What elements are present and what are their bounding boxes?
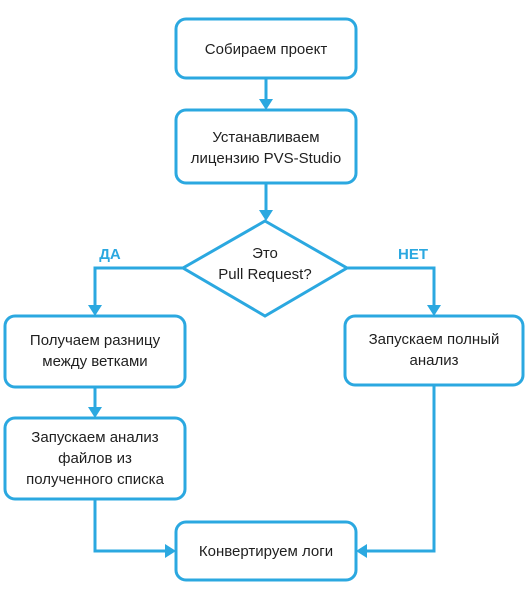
node-diff-line-1: Получаем разницу [30, 332, 161, 349]
connector-analyze-to-convert [93, 499, 167, 553]
node-full: Запускаем полный анализ [343, 314, 525, 387]
node-license: Устанавливаем лицензию PVS-Studio [174, 108, 358, 185]
arrowhead-license [259, 99, 273, 110]
node-build: Собираем проект [174, 17, 358, 80]
node-license-line-2: лицензию PVS-Studio [191, 150, 341, 167]
connector-decision-no [347, 266, 436, 307]
arrowhead-convert-left [165, 544, 176, 558]
node-build-label: Собираем проект [205, 41, 328, 58]
connector-decision-yes [93, 266, 183, 307]
arrowhead-diff [88, 305, 102, 316]
node-analyze-list: Запускаем анализ файлов из полученного с… [3, 416, 187, 501]
node-analyze-list-line-3: полученного списка [26, 471, 164, 488]
arrowhead-analyze [88, 407, 102, 418]
node-license-line-1: Устанавливаем [212, 129, 319, 146]
node-diff: Получаем разницу между ветками [3, 314, 187, 389]
node-full-line-2: анализ [410, 352, 459, 369]
node-convert-label: Конвертируем логи [199, 543, 333, 560]
arrowhead-decision [259, 210, 273, 221]
branch-label-yes: ДА [99, 246, 121, 263]
node-analyze-list-line-1: Запускаем анализ [31, 429, 159, 446]
node-convert: Конвертируем логи [174, 520, 358, 582]
node-analyze-list-line-2: файлов из [58, 450, 132, 467]
node-full-line-1: Запускаем полный [369, 331, 500, 348]
connector-full-to-convert [365, 385, 436, 553]
connectors [88, 78, 441, 558]
branch-label-no: НЕТ [398, 246, 428, 263]
node-decision-line-2: Pull Request? [218, 266, 311, 283]
node-diff-line-2: между ветками [42, 353, 147, 370]
node-decision-line-1: Это [252, 245, 278, 262]
arrowhead-full [427, 305, 441, 316]
arrowhead-convert-right [356, 544, 367, 558]
node-decision: Это Pull Request? [180, 219, 350, 318]
